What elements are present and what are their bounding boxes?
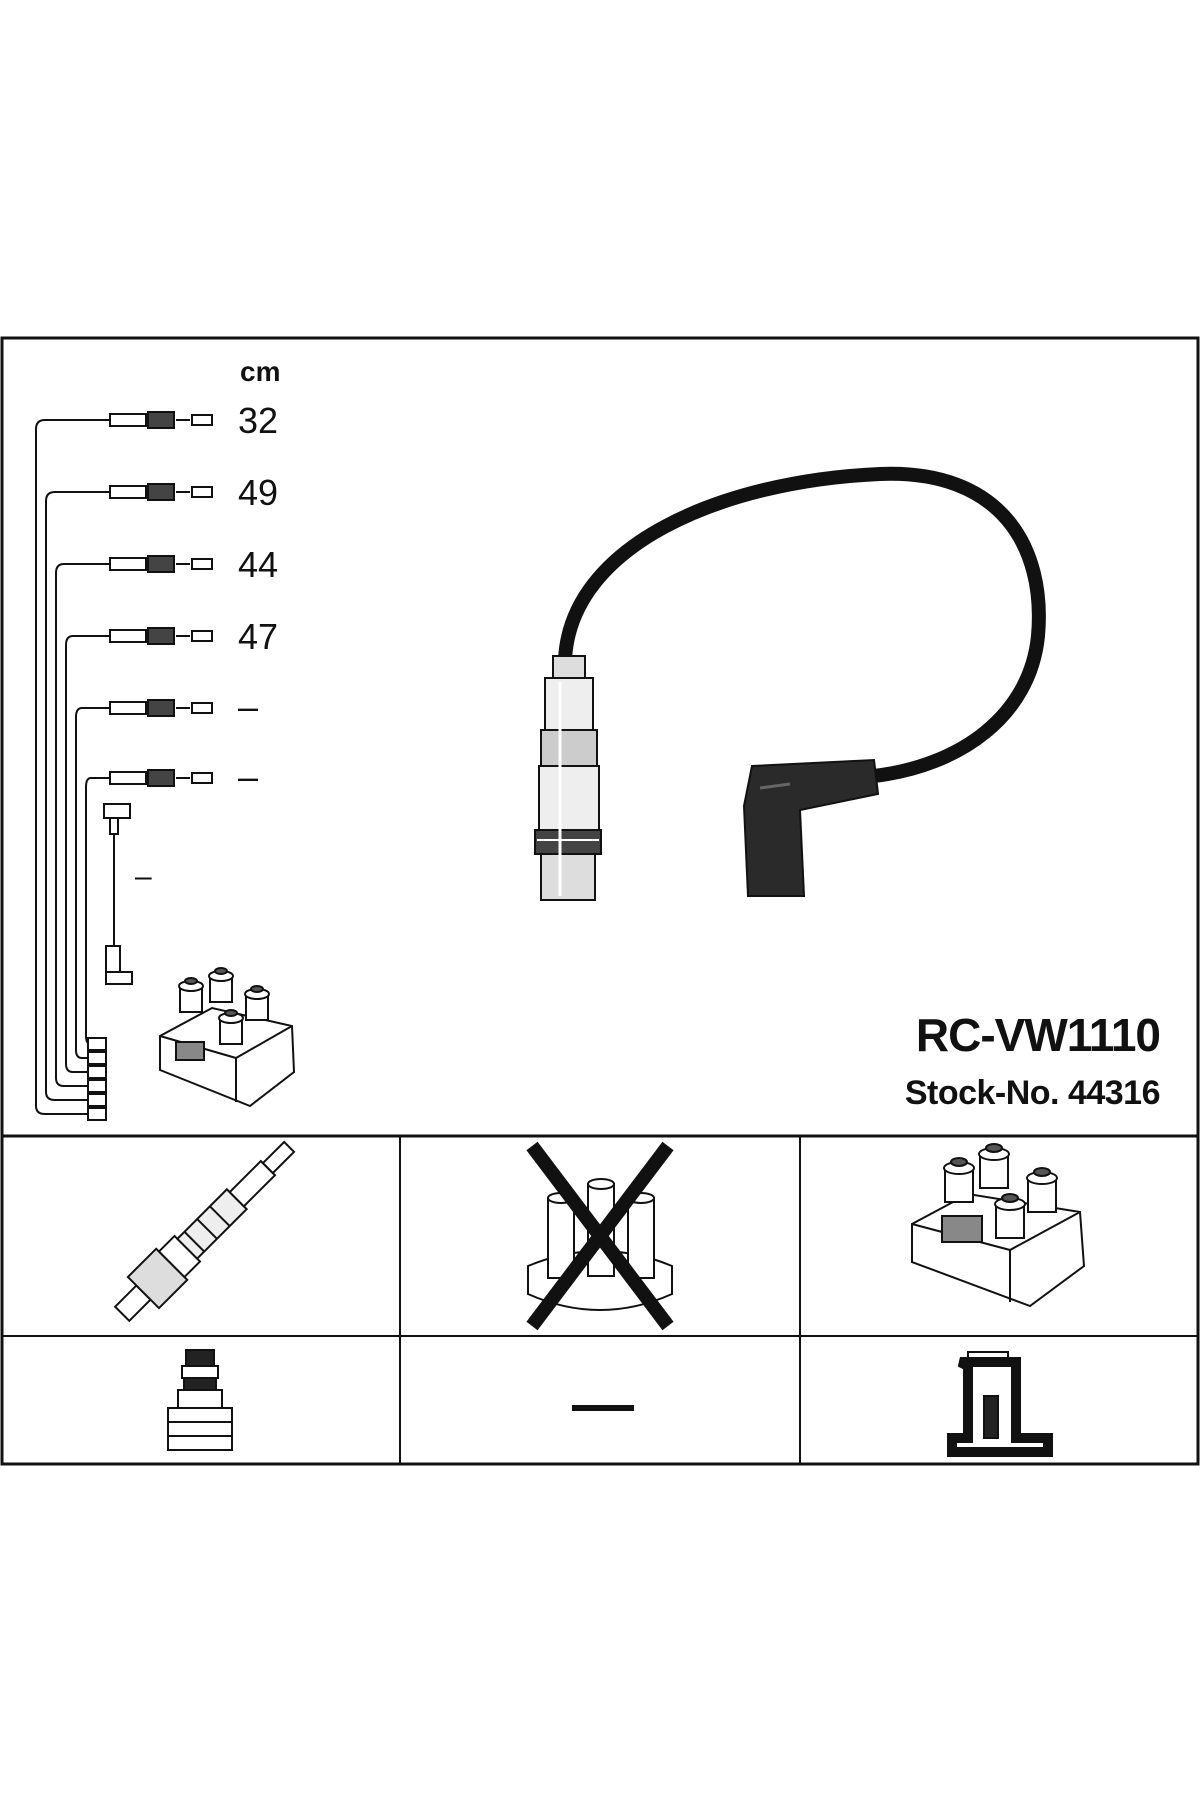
- coil-schematic-icon: [159, 967, 296, 1108]
- stock-number: 44316: [1067, 1074, 1161, 1112]
- sheet-drawing: [0, 336, 1200, 1466]
- distributor-cap-crossed-icon: [526, 1141, 674, 1331]
- plug-connector-icon: [167, 1349, 233, 1451]
- spark-plug-icon: [113, 1140, 296, 1323]
- cable-set-schematic: [35, 411, 213, 1121]
- cable-length-6: –: [238, 756, 259, 797]
- straight-boot: [534, 655, 602, 901]
- cable-connector-row: [109, 411, 213, 787]
- stock-number-row: Stock-No. 44316: [904, 1074, 1161, 1113]
- unit-label: cm: [240, 356, 281, 387]
- cable-end-terminals: [87, 1037, 107, 1121]
- stock-label: Stock-No.: [904, 1074, 1060, 1112]
- cable-length-2: 49: [238, 472, 279, 513]
- ignition-coil-icon: [911, 1143, 1086, 1308]
- angled-boot: [742, 758, 880, 897]
- part-number: RC-VW1110: [915, 1009, 1161, 1061]
- sheet-frame: [0, 336, 1200, 1466]
- short-lead-length: –: [135, 860, 152, 893]
- cable-length-4: 47: [238, 616, 279, 657]
- cable-length-1: 32: [238, 400, 279, 441]
- no-application-dash: [572, 1405, 634, 1411]
- terminal-clip-icon: [947, 1351, 1053, 1457]
- short-lead-schematic: [103, 803, 133, 985]
- product-sheet: cm 32 49 44 47 – – – RC-VW1110 Stock-No.…: [0, 336, 1200, 1466]
- ignition-lead-illustration: [534, 466, 1046, 901]
- cable-length-3: 44: [238, 544, 279, 585]
- cable-length-5: –: [238, 686, 259, 727]
